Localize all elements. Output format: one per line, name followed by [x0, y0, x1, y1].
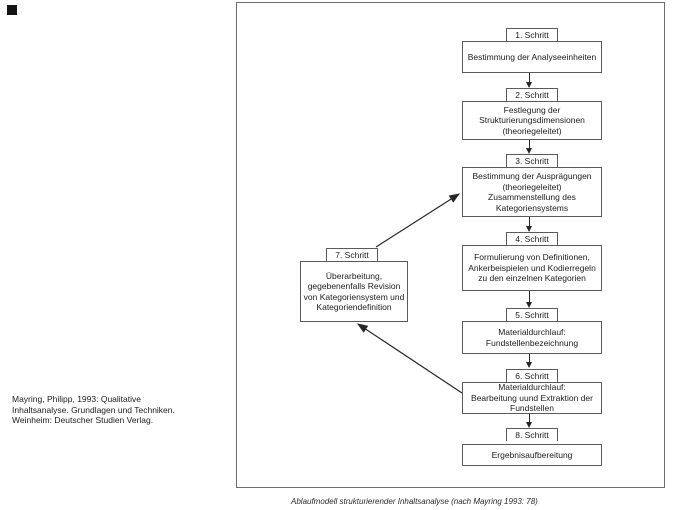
step-8-box: Ergebnisaufbereitung — [462, 444, 602, 466]
step-6-box: Materialdurchlauf: Bearbeitung uund Extr… — [462, 382, 602, 414]
arrowhead-6-8 — [526, 422, 532, 428]
flow-connector-3-4 — [529, 217, 530, 227]
flow-connector-4-5 — [529, 291, 530, 303]
step-5-box: Materialdurchlauf: Fundstellenbezeichnun… — [462, 321, 602, 354]
step-1-label: 1. Schritt — [506, 28, 558, 41]
figure-caption: Ablaufmodell strukturierender Inhaltsana… — [291, 497, 538, 506]
arrowhead-2-3 — [526, 148, 532, 154]
scan-corner-mark — [7, 5, 17, 15]
arrowhead-1-2 — [526, 82, 532, 88]
step-2-box: Festlegung der Strukturierungsdimensione… — [462, 101, 602, 140]
arrowhead-5-6 — [526, 362, 532, 368]
step-3-box: Bestimmung der Ausprägungen (theoriegele… — [462, 167, 602, 217]
step-4-label: 4. Schritt — [506, 232, 558, 245]
step-3-label: 3. Schritt — [506, 154, 558, 167]
step-6-label: 6. Schritt — [506, 369, 558, 382]
step-1-box: Bestimmung der Analyseeinheiten — [462, 41, 602, 73]
step-7-label: 7. Schritt — [326, 248, 378, 261]
arrowhead-4-5 — [526, 302, 532, 308]
flow-connector-2-3 — [529, 140, 530, 149]
flow-connector-6-8 — [529, 414, 530, 423]
step-7-box: Überarbeitung, gegebenenfalls Revision v… — [300, 261, 408, 322]
step-8-label: 8. Schritt — [506, 428, 558, 441]
step-5-label: 5. Schritt — [506, 308, 558, 321]
step-4-box: Formulierung von Definitionen, Ankerbeis… — [462, 245, 602, 291]
citation-text: Mayring, Philipp, 1993: Qualitative Inha… — [12, 394, 175, 425]
step-2-label: 2. Schritt — [506, 88, 558, 101]
arrowhead-3-4 — [526, 226, 532, 232]
flow-connector-5-6 — [529, 354, 530, 363]
flow-connector-1-2 — [529, 73, 530, 83]
